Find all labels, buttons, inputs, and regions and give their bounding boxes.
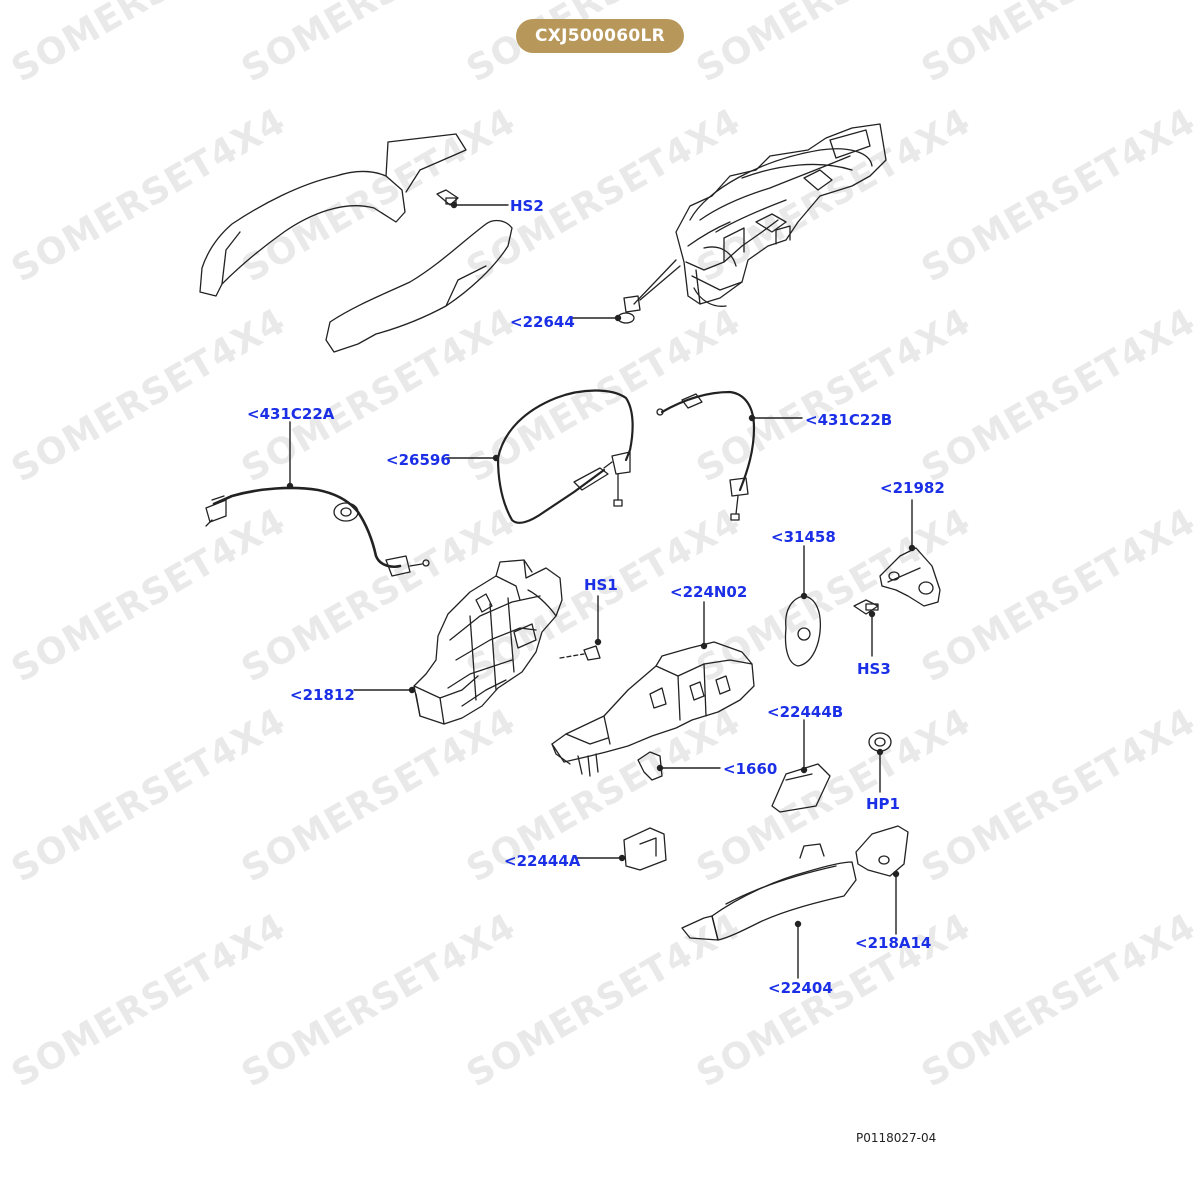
- cable-26596: [496, 389, 634, 524]
- callout-22644[interactable]: <22644: [510, 313, 575, 331]
- leader-lines: [286, 201, 916, 979]
- callout-hs1[interactable]: HS1: [584, 576, 618, 594]
- callout-431c22a[interactable]: <431C22A: [247, 405, 335, 423]
- callout-21982[interactable]: <21982: [880, 479, 945, 497]
- callout-hs3[interactable]: HS3: [857, 660, 891, 678]
- cable-431c22b: [656, 390, 756, 521]
- gasket-22444b: [771, 763, 831, 813]
- diagram-code-badge: CXJ500060LR: [516, 19, 684, 53]
- handle-outline-lower: [325, 219, 513, 353]
- callout-31458[interactable]: <31458: [771, 528, 836, 546]
- gasket-22444a: [623, 827, 667, 871]
- lock-21812: [413, 559, 563, 725]
- screw-hs1: [559, 645, 601, 661]
- callout-224n02[interactable]: <224N02: [670, 583, 748, 601]
- end-cap-218a14: [855, 825, 909, 877]
- striker-21982: [879, 547, 941, 607]
- callout-22444a[interactable]: <22444A: [504, 852, 581, 870]
- diagram-reference-number: P0118027-04: [856, 1131, 937, 1145]
- cable-431c22a: [205, 486, 430, 577]
- callout-22444b[interactable]: <22444B: [767, 703, 844, 721]
- lock-assembly: [675, 123, 887, 307]
- callout-hp1[interactable]: HP1: [866, 795, 900, 813]
- callout-hs2[interactable]: HS2: [510, 197, 544, 215]
- callout-21812[interactable]: <21812: [290, 686, 355, 704]
- plug-hp1: [868, 732, 892, 752]
- callout-218a14[interactable]: <218A14: [855, 934, 932, 952]
- screw-hs3: [853, 599, 879, 615]
- callout-22404[interactable]: <22404: [768, 979, 833, 997]
- callout-26596[interactable]: <26596: [386, 451, 451, 469]
- cap-1660: [637, 751, 663, 781]
- callout-431c22b[interactable]: <431C22B: [805, 411, 893, 429]
- handle-carrier-224n02: [551, 641, 755, 777]
- handle-outline-upper: [199, 133, 467, 297]
- handle-22404: [681, 843, 857, 941]
- callout-1660[interactable]: <1660: [723, 760, 778, 778]
- seal-31458: [784, 595, 822, 667]
- screw-22644: [617, 259, 681, 324]
